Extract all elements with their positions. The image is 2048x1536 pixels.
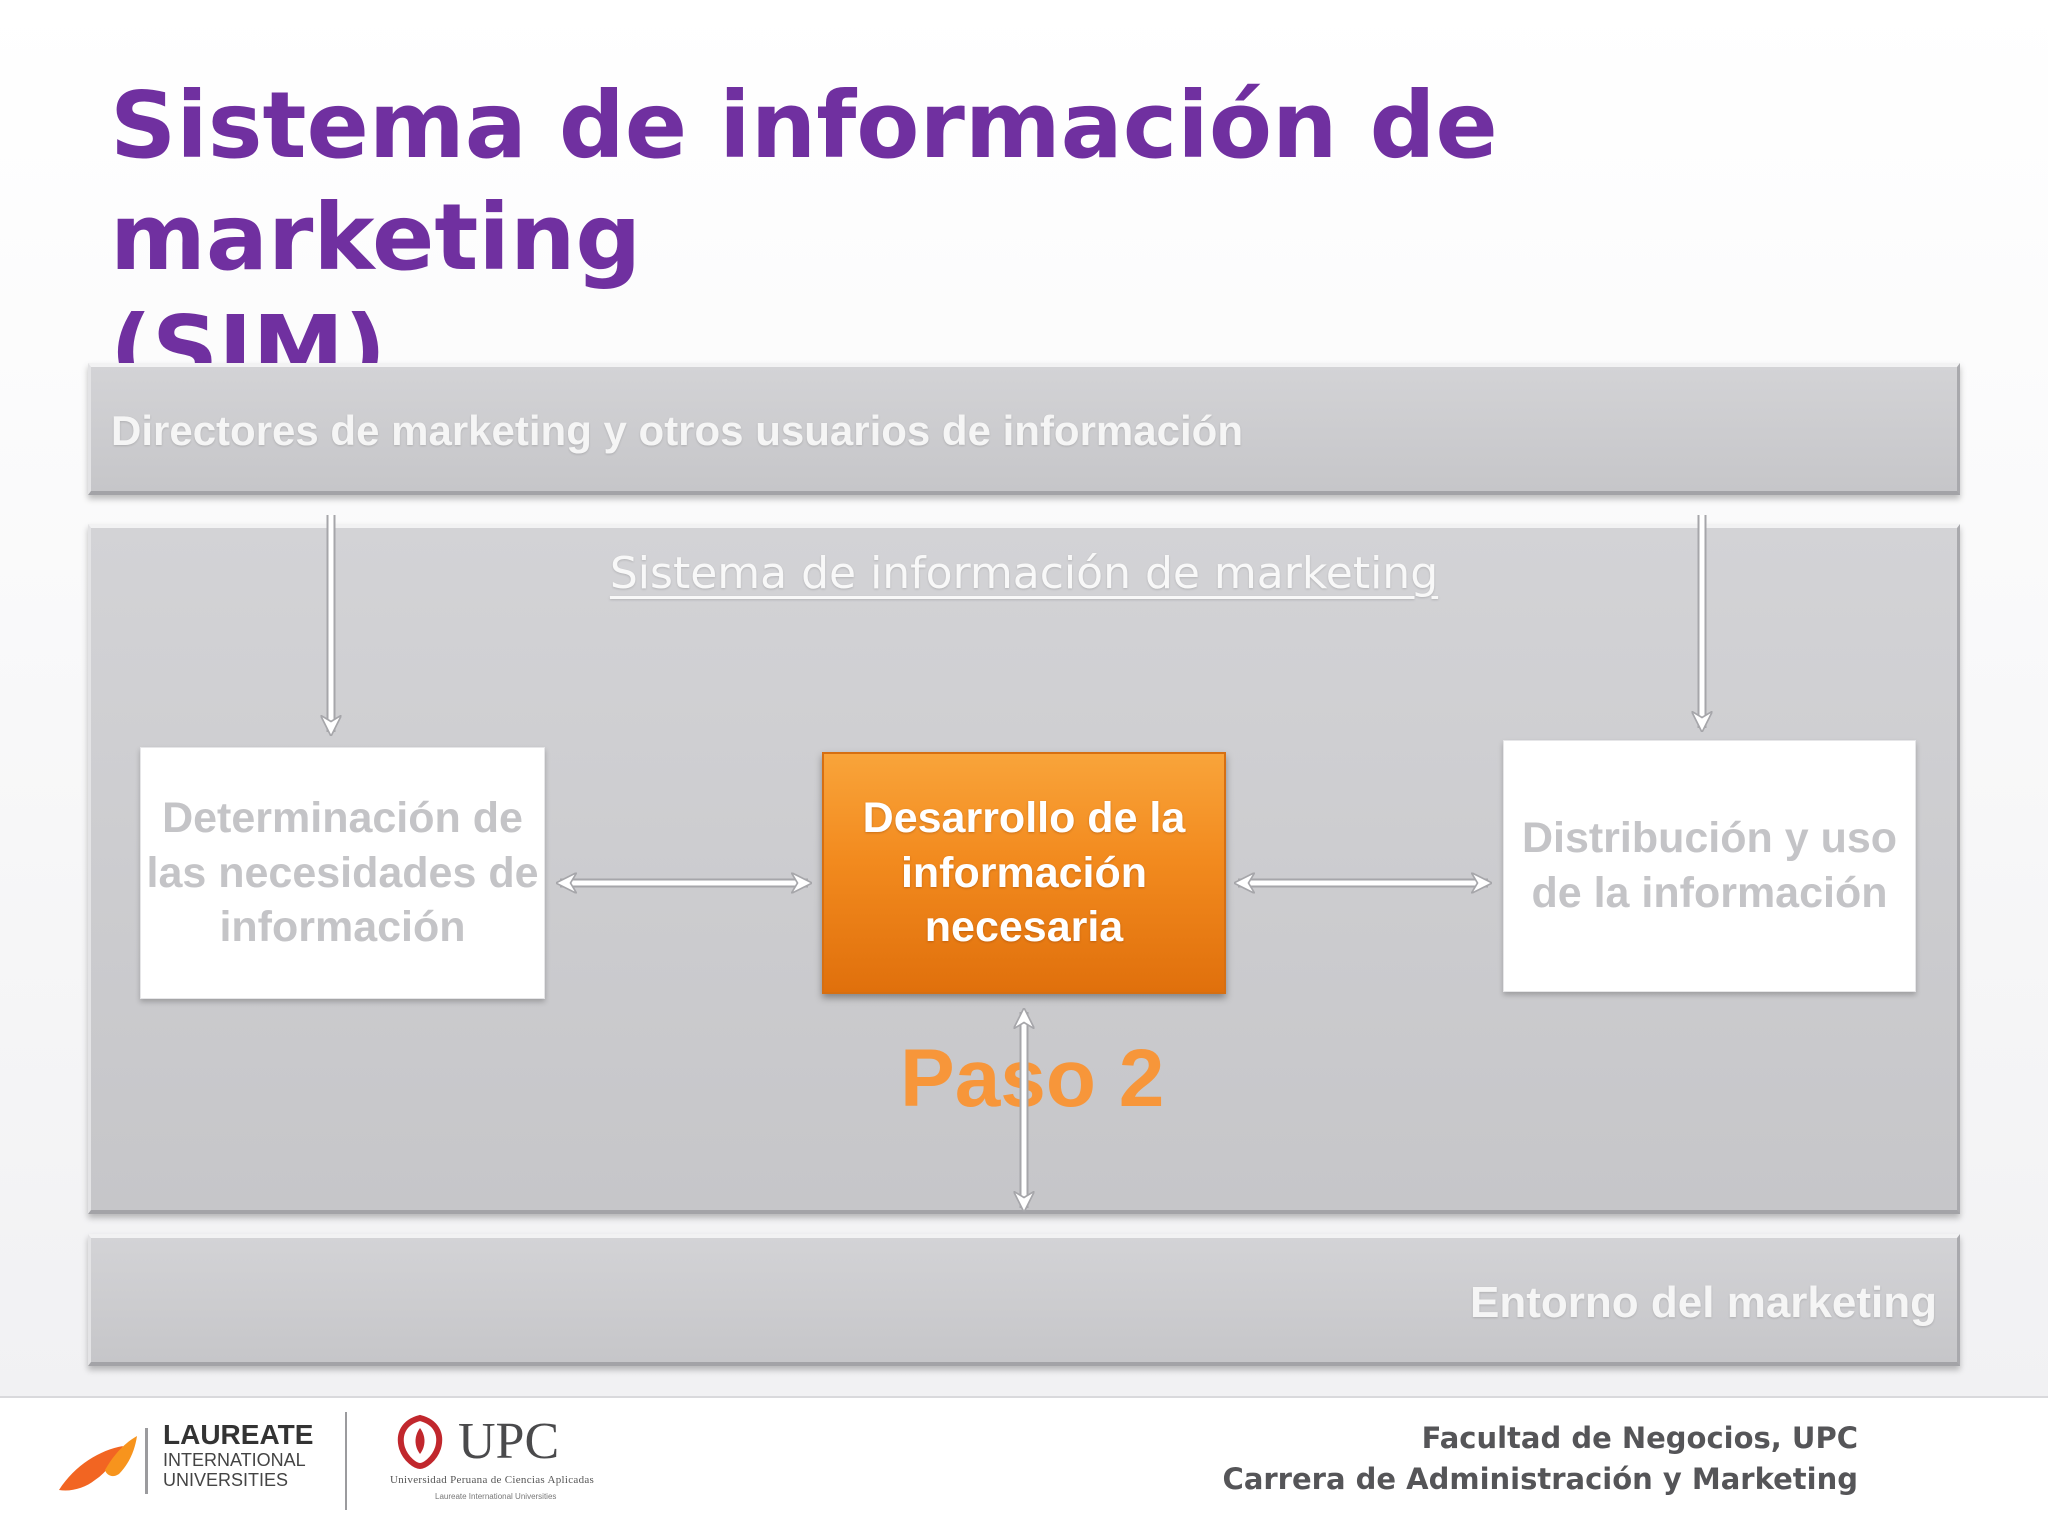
upc-subtitle-2: Laureate International Universities <box>435 1492 557 1501</box>
title-line-1: Sistema de información de marketing <box>110 72 1498 291</box>
system-label: Sistema de información de marketing <box>609 548 1439 599</box>
upc-emblem-icon <box>397 1414 443 1470</box>
needs-assessment-box: Determinación de las necesidades de info… <box>140 747 545 999</box>
upc-name: UPC <box>458 1413 560 1470</box>
marketing-directors-label: Directores de marketing y otros usuarios… <box>111 407 1243 454</box>
laureate-name: LAUREATE <box>163 1419 314 1450</box>
laureate-sub-1: INTERNATIONAL <box>163 1450 306 1470</box>
footer-divider <box>0 1396 2048 1398</box>
laureate-logo: LAUREATE INTERNATIONAL UNIVERSITIES <box>55 1420 355 1510</box>
laureate-leaf-icon <box>59 1428 148 1494</box>
footer-credits: Facultad de Negocios, UPC Carrera de Adm… <box>1223 1418 1858 1500</box>
footer-program: Carrera de Administración y Marketing <box>1222 1462 1858 1496</box>
marketing-environment-label: Entorno del marketing <box>1470 1278 1937 1327</box>
upc-subtitle: Universidad Peruana de Ciencias Aplicada… <box>390 1474 595 1486</box>
logo-divider <box>345 1412 347 1510</box>
step-label: Paso 2 <box>900 1033 1165 1124</box>
information-development-box: Desarrollo de la información necesaria <box>822 752 1226 994</box>
information-distribution-box: Distribución y uso de la información <box>1503 740 1916 992</box>
laureate-sub-2: UNIVERSITIES <box>163 1470 289 1490</box>
marketing-environment-band: Entorno del marketing <box>88 1234 1960 1366</box>
upc-logo: UPC Universidad Peruana de Ciencias Apli… <box>390 1412 670 1512</box>
footer-faculty: Facultad de Negocios, UPC <box>1421 1421 1858 1455</box>
page-title: Sistema de información de marketing (SIM… <box>110 70 1960 406</box>
marketing-directors-band: Directores de marketing y otros usuarios… <box>88 363 1960 495</box>
